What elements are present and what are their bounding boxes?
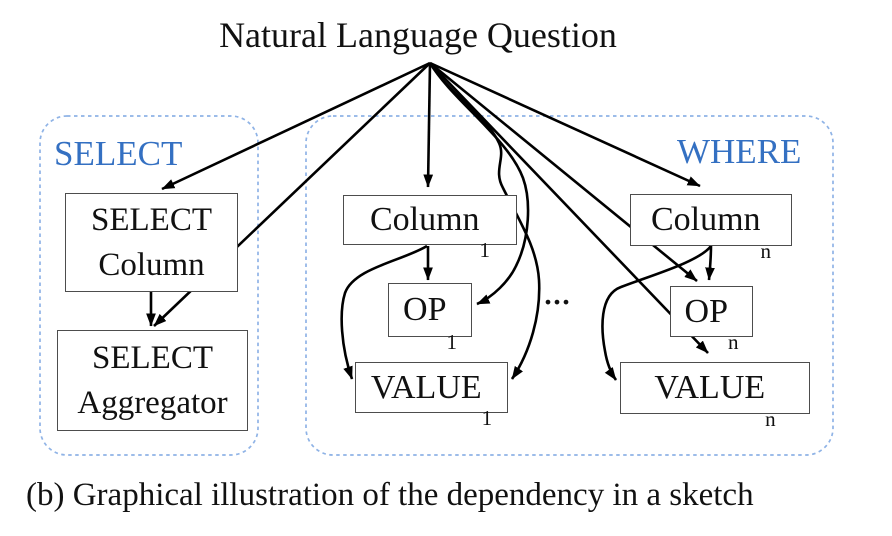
select-column-box: SELECT Column <box>65 193 238 292</box>
edge-nlq-to-column-n <box>429 61 701 188</box>
edge-nlq-to-op-1 <box>428 62 530 306</box>
select-group-outline <box>39 115 259 456</box>
edge-nlq-to-select-column <box>161 61 431 191</box>
diagram-title: Natural Language Question <box>219 15 617 55</box>
value-1-label: VALUE <box>370 368 482 406</box>
edge-column-n-to-op-n <box>705 245 715 281</box>
column-1-label: Column <box>369 201 480 238</box>
value-n-label: VALUE <box>654 369 766 406</box>
op-n-label: OP <box>684 292 728 330</box>
conditions-ellipsis: ... <box>543 268 571 313</box>
figure-caption: (b) Graphical illustration of the depend… <box>26 477 754 513</box>
edge-nlq-to-value-1 <box>428 62 541 380</box>
edge-nlq-to-op-n <box>429 61 698 283</box>
select-column-line1: SELECT <box>91 201 212 238</box>
edge-column-n-to-value-n <box>601 245 713 381</box>
select-aggregator-line1: SELECT <box>92 339 213 376</box>
column-n-label: Column <box>650 201 761 238</box>
where-group-outline <box>305 115 834 456</box>
op-1-label: OP <box>403 291 447 328</box>
edge-column-1-to-value-1 <box>340 244 428 380</box>
edge-nlq-to-value-n <box>429 62 709 354</box>
select-group-label: SELECT <box>54 134 183 173</box>
select-aggregator-line2: Aggregator <box>77 384 228 421</box>
edge-nlq-to-column-1 <box>423 62 434 188</box>
where-group-label: WHERE <box>677 132 802 171</box>
select-aggregator-box: SELECT Aggregator <box>57 330 248 431</box>
select-column-line2: Column <box>98 246 205 283</box>
